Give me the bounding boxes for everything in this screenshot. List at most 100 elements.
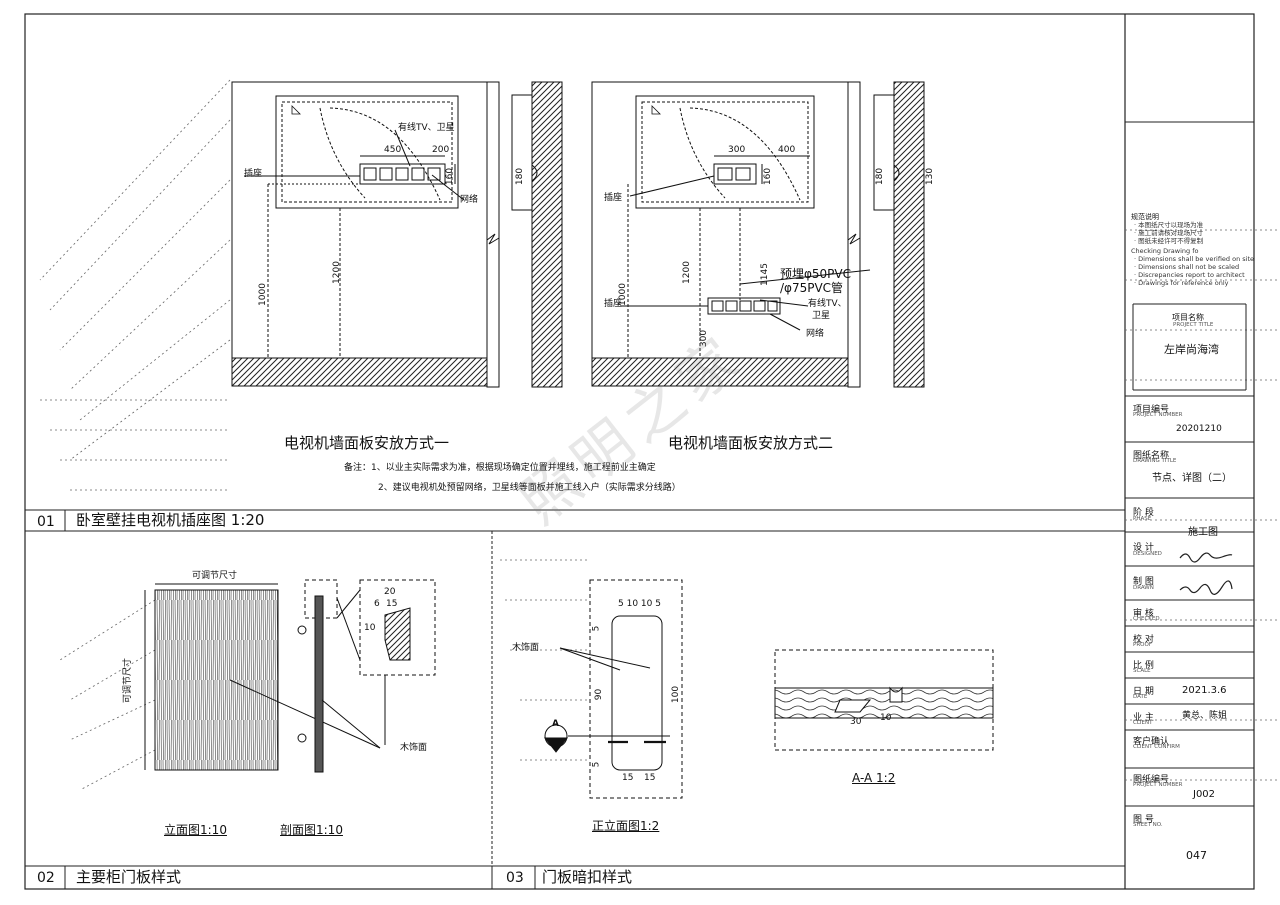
notes-line: · Dimensions shall not be scaled (1134, 263, 1240, 271)
dim-1145: 1145 (759, 263, 770, 286)
dim-5-a: 5 (591, 625, 602, 632)
drawn-sub: DRAWN (1133, 585, 1154, 591)
dim-10: 10 (364, 623, 376, 633)
notes-line: Checking Drawing fo (1131, 247, 1199, 255)
label-adjustable-width: 可调节尺寸 (192, 571, 238, 581)
notes-line: · 施工前请核对现场尺寸 (1134, 229, 1204, 237)
stage-sub: PHASE (1133, 516, 1152, 522)
title-block-grid (1125, 121, 1254, 807)
dim-90: 90 (594, 688, 605, 701)
design-sub: DESIGNED (1133, 551, 1162, 557)
socket-panel-group (359, 163, 446, 185)
dim-15-a: 15 (622, 773, 634, 783)
cabinet-door-section (297, 579, 436, 773)
dim-130: 130 (925, 167, 936, 186)
sheet-no: 047 (1186, 849, 1207, 862)
drawn-label: 制 图 (1133, 577, 1154, 587)
caption-section-aa: A-A 1:2 (852, 771, 896, 785)
drawing-no-sub: PROJECT NUMBER (1133, 782, 1183, 788)
date-label: 日 期 (1133, 687, 1154, 697)
owner-label: 业 主 (1133, 713, 1154, 723)
project-no-label: 项目编号 (1133, 405, 1170, 415)
dim-180-2: 180 (875, 167, 886, 186)
date: 2021.3.6 (1182, 685, 1227, 696)
label-network-2: 网络 (806, 329, 825, 339)
notes-line: · 本图纸尺寸以现场为准 (1134, 221, 1204, 229)
scale-sub: SCALE (1133, 668, 1151, 674)
owner: 黄总、陈姐 (1182, 711, 1228, 721)
caption-method-one: 电视机墙面板安放方式一 (284, 434, 450, 452)
label-tv-satellite-1: 有线TV、卫星 (398, 123, 455, 133)
panel03-number: 03 (506, 870, 524, 886)
dim-30-aa: 30 (850, 717, 862, 727)
label-tv-1: 有线TV、 (808, 299, 847, 309)
date-sub: DATE (1133, 694, 1148, 700)
panel02-number: 02 (37, 870, 55, 886)
review-label: 审 核 (1133, 609, 1154, 619)
project-name-sub: PROJECT TITLE (1173, 322, 1214, 328)
stage: 施工图 (1188, 527, 1218, 538)
notes-heading: 规范说明 (1131, 213, 1159, 221)
dim-160: 160 (445, 167, 456, 186)
label-socket-1: 插座 (244, 169, 263, 179)
panel01-number: 01 (37, 514, 55, 530)
socket-single (713, 163, 757, 185)
caption-front-elevation: 正立面图1:2 (592, 819, 660, 833)
project-name: 左岸尚海湾 (1164, 343, 1219, 356)
panel01-title: 卧室壁挂电视机插座图 1:20 (76, 511, 265, 529)
drawing-no: J002 (1193, 789, 1216, 800)
dim-180: 180 (515, 167, 526, 186)
review-sub: CHECKED (1133, 616, 1160, 622)
project-name-label: 项目名称 (1172, 313, 1204, 322)
dim-1200: 1200 (331, 261, 342, 284)
dim-6: 6 (374, 599, 380, 609)
label-socket-low-2: 插座 (604, 299, 623, 309)
stage-label: 阶 段 (1133, 508, 1154, 518)
dim-15-b: 15 (644, 773, 656, 783)
dim-15: 15 (386, 599, 398, 609)
dim-400: 400 (778, 145, 796, 155)
label-network-1: 网络 (460, 195, 479, 205)
dim-10-aa: 10 (880, 713, 892, 723)
label-pipe-1: 预埋φ50PVC (780, 267, 852, 281)
dim-1200-2: 1200 (681, 261, 692, 284)
tv-wall-method-two (591, 81, 925, 388)
caption-elevation: 立面图1:10 (164, 823, 227, 837)
caption-method-two: 电视机墙面板安放方式二 (668, 434, 834, 452)
label-adjustable-height: 可调节尺寸 (123, 657, 134, 704)
notes-line: · Discrepancies report to architect (1134, 271, 1245, 279)
label-socket-top-2: 插座 (604, 193, 623, 203)
outer-frame (24, 13, 1255, 890)
drawing-name-label: 图纸名称 (1133, 451, 1170, 461)
note-2: 2、建议电视机处预留网络，卫星线等面板并施工线入户（实际需求分线路） (378, 483, 681, 493)
dim-20: 20 (384, 587, 396, 597)
label-wood-veneer-2: 木饰面 (512, 643, 540, 653)
dim-5-b: 5 (591, 761, 602, 768)
project-no-sub: PROJECT NUMBER (1133, 412, 1183, 418)
proof-sub: PROOF (1133, 642, 1152, 648)
label-wood-veneer: 木饰面 (400, 743, 428, 753)
door-latch-front (543, 579, 683, 799)
sheet-no-label: 图 号 (1133, 815, 1154, 825)
dotted-construction-lines (39, 79, 1280, 791)
dim-200: 200 (432, 145, 450, 155)
dim-1000: 1000 (257, 283, 268, 306)
notes-line: · Drawings for reference only (1134, 279, 1229, 287)
dims-top-row: 5 10 10 5 (618, 599, 661, 609)
dim-450: 450 (384, 145, 402, 155)
caption-section: 剖面图1:10 (280, 823, 343, 837)
notes-line: · Dimensions shall be verified on site (1134, 255, 1255, 263)
client-confirm-sub: CLIENT CONFIRM (1133, 744, 1180, 750)
drawing-name-sub: DRAWING TITLE (1133, 458, 1177, 464)
panel03-title: 门板暗扣样式 (542, 868, 633, 886)
label-tv-2: 卫星 (812, 311, 831, 321)
door-latch-section-aa (774, 649, 994, 751)
drawing-no-label: 图纸编号 (1133, 775, 1170, 785)
label-pipe-2: /φ75PVC管 (780, 281, 844, 295)
drawing-name: 节点、详图（二） (1152, 473, 1232, 484)
dim-300: 300 (728, 145, 746, 155)
cabinet-door-elevation (144, 583, 381, 771)
panel02-title: 主要柜门板样式 (76, 868, 182, 886)
